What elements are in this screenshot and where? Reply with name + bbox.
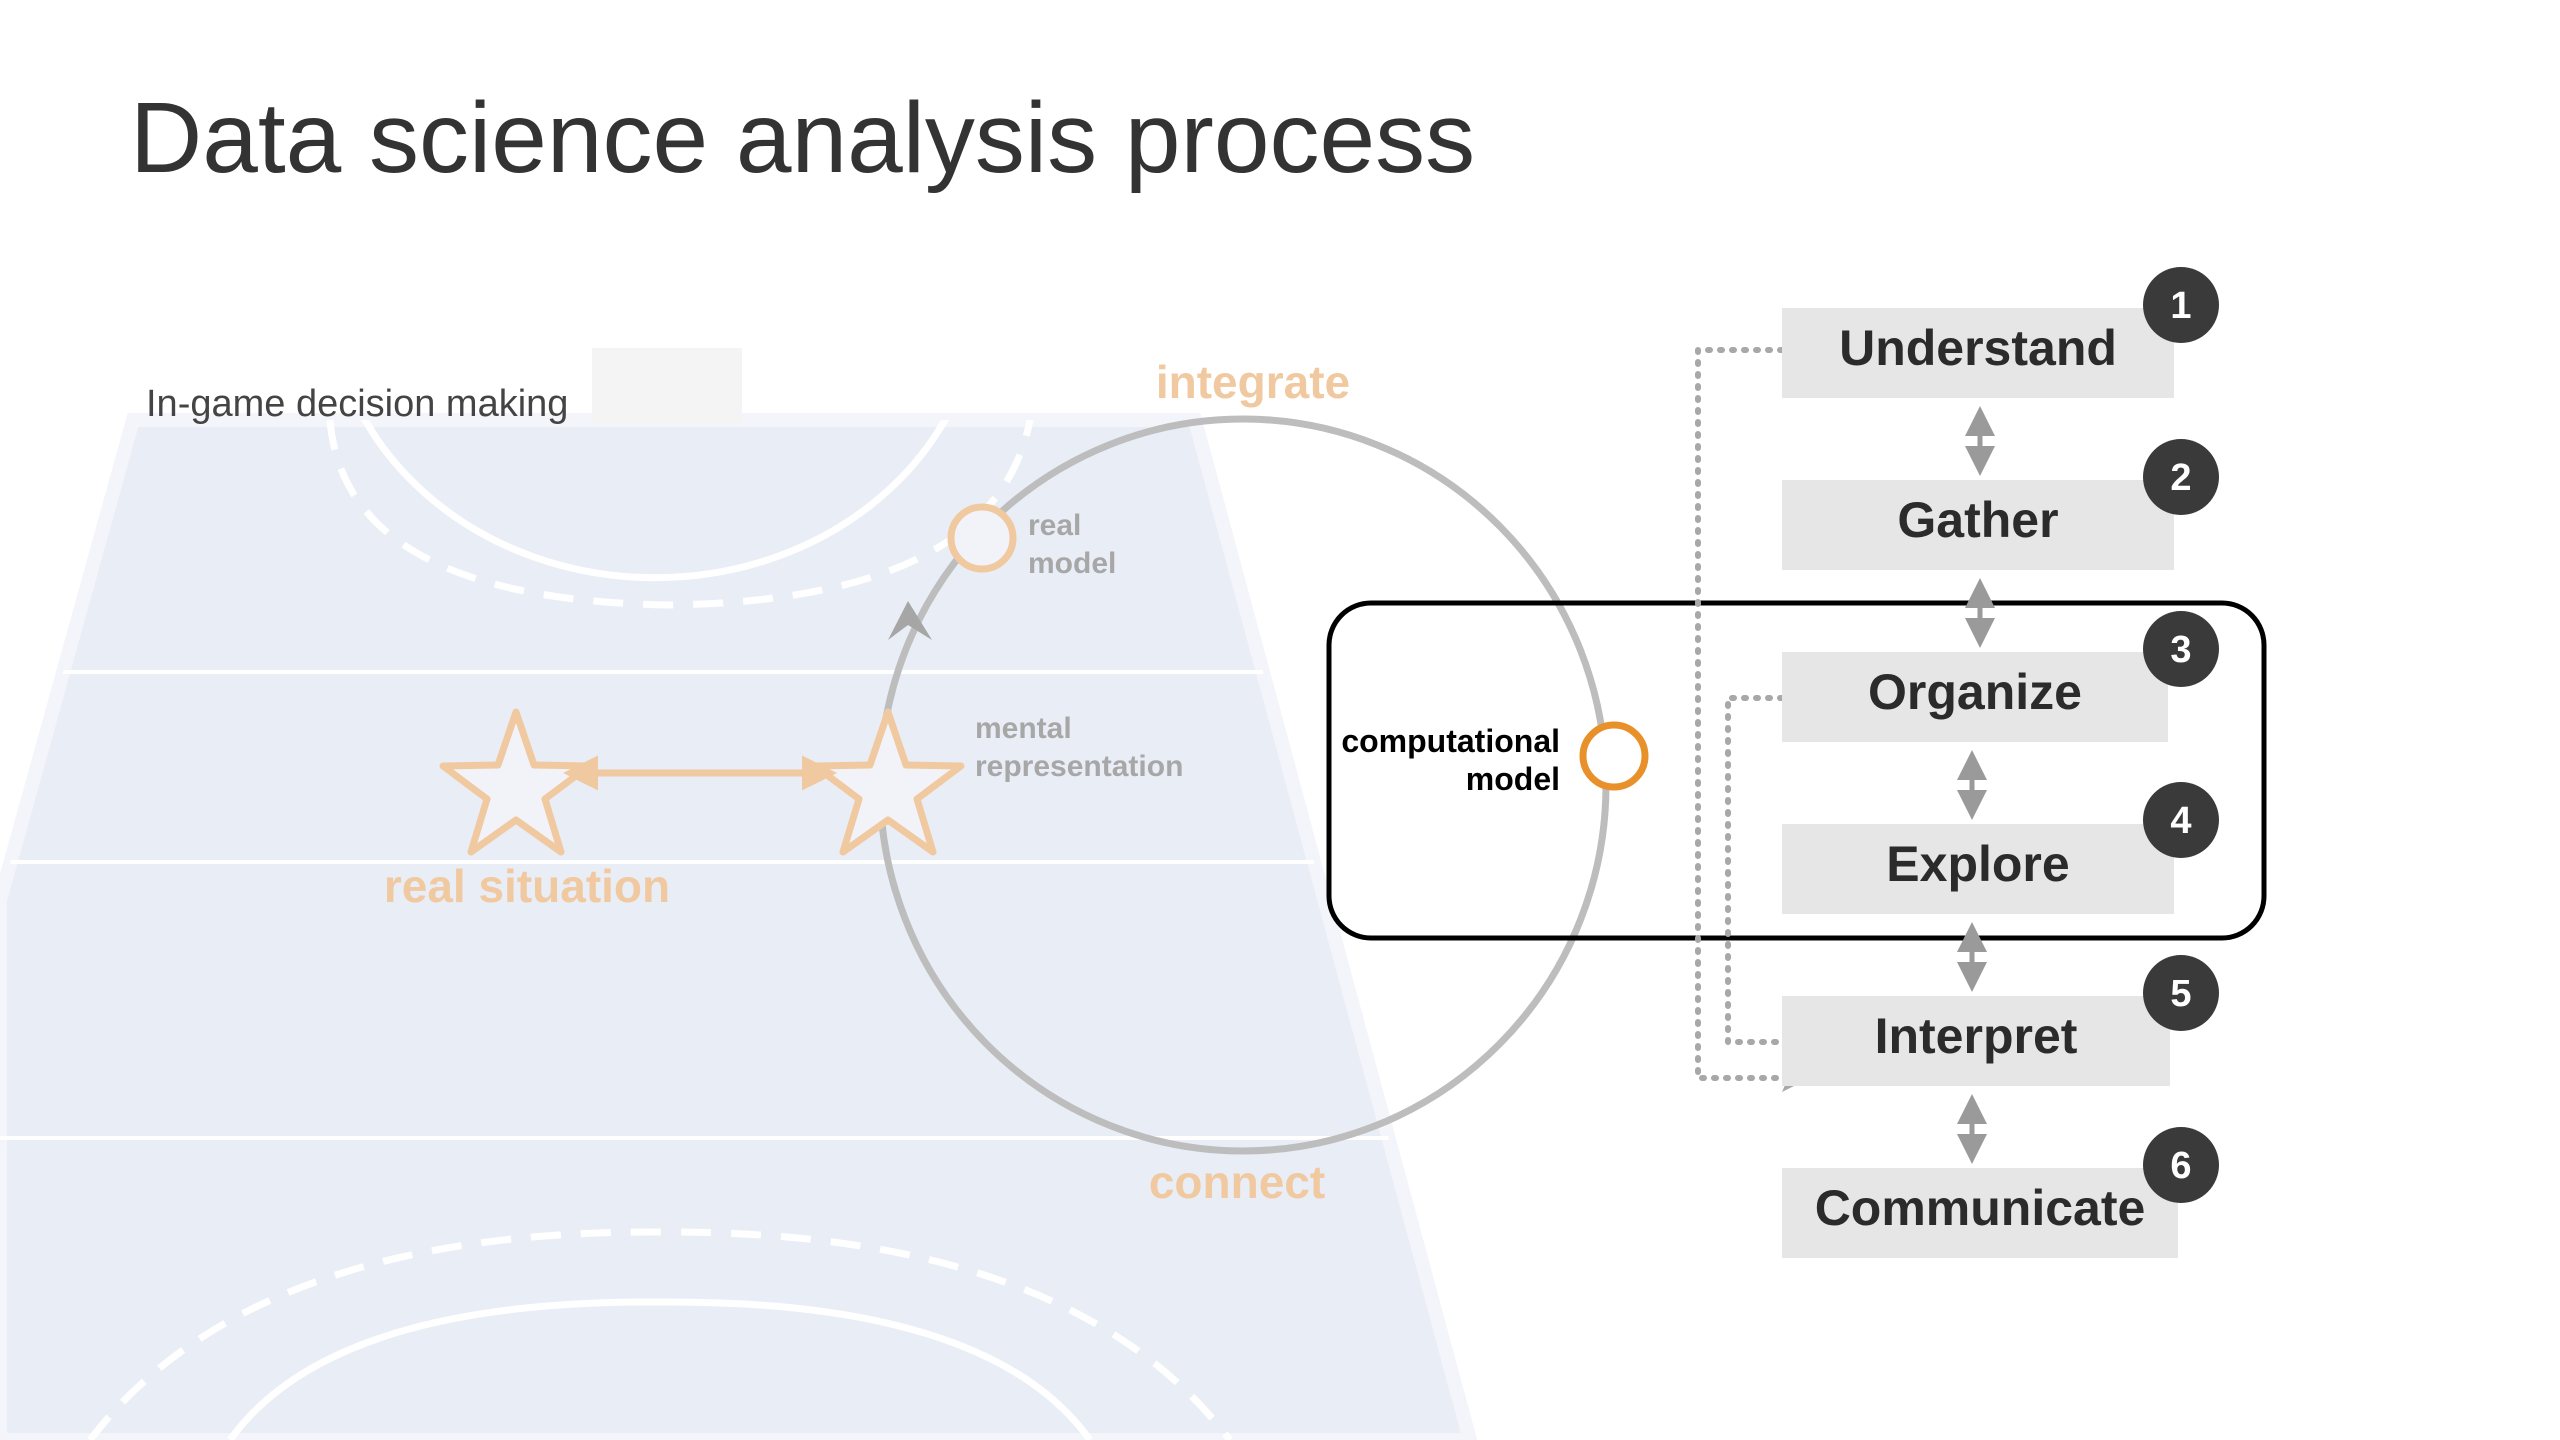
- step-box: [1782, 480, 2174, 570]
- step-number: 3: [2170, 629, 2191, 671]
- real-model-node: [947, 503, 1017, 573]
- page-title: Data science analysis process: [130, 82, 1475, 194]
- step-label: Understand: [1839, 320, 2117, 376]
- loop-connector-outer: [1695, 347, 1785, 1081]
- step-box: [1782, 652, 2168, 742]
- real-situation-label: real situation: [384, 860, 670, 912]
- step-label: Explore: [1886, 836, 2069, 892]
- step-label: Interpret: [1875, 1008, 2078, 1064]
- step-badge: [2143, 782, 2219, 858]
- step-label: Communicate: [1815, 1180, 2146, 1236]
- step-box: [1782, 996, 2170, 1086]
- step-badge: [2143, 611, 2219, 687]
- cycle-arrow-icon: [888, 601, 932, 640]
- step-understand: Understand 1: [1782, 267, 2219, 398]
- computational-model-node: [1579, 721, 1649, 791]
- court-background: [0, 348, 1478, 1440]
- mental-label-line2: representation: [975, 750, 1183, 783]
- step-badge: [2143, 955, 2219, 1031]
- step-box: [1782, 308, 2174, 398]
- step-number: 6: [2170, 1145, 2191, 1187]
- connect-label: connect: [1149, 1156, 1325, 1208]
- subtitle: In-game decision making: [146, 383, 568, 425]
- real-model-label-line2: model: [1028, 547, 1116, 580]
- step-number: 5: [2170, 973, 2191, 1015]
- step-badge: [2143, 439, 2219, 515]
- step-organize: Organize 3: [1782, 611, 2219, 742]
- step-number: 1: [2170, 285, 2191, 327]
- mental-label-line1: mental: [975, 712, 1072, 745]
- integrate-label: integrate: [1156, 356, 1350, 408]
- step-box: [1782, 824, 2174, 914]
- step-badge: [2143, 1127, 2219, 1203]
- step-number: 2: [2170, 457, 2191, 499]
- step-box: [1782, 1168, 2178, 1258]
- highlight-box: [1326, 600, 2267, 941]
- real-model-label-line1: real: [1028, 509, 1081, 542]
- computational-label-line1: computational: [1341, 723, 1560, 759]
- step-label: Gather: [1897, 492, 2058, 548]
- computational-label-line2: model: [1466, 761, 1560, 797]
- step-explore: Explore 4: [1782, 782, 2219, 914]
- step-badge: [2143, 267, 2219, 343]
- step-number: 4: [2170, 800, 2191, 842]
- step-label: Organize: [1868, 664, 2082, 720]
- step-communicate: Communicate 6: [1782, 1127, 2219, 1258]
- step-gather: Gather 2: [1782, 439, 2219, 570]
- step-interpret: Interpret 5: [1782, 955, 2219, 1086]
- loop-connector-inner: [1725, 695, 1785, 1045]
